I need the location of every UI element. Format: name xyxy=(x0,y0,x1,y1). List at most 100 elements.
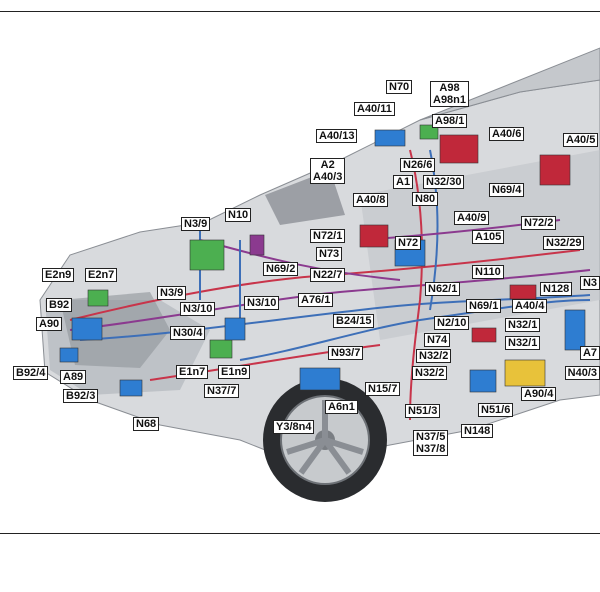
label-n69-4: N69/4 xyxy=(489,183,525,197)
label-n68: N68 xyxy=(133,417,160,431)
label-text: A40/6 xyxy=(492,128,522,140)
bottom-border xyxy=(0,533,600,534)
label-text: N69/1 xyxy=(469,300,499,312)
label-text: N73 xyxy=(319,248,340,260)
label-n62-1: N62/1 xyxy=(425,282,461,296)
label-a98-1: A98/1 xyxy=(432,114,468,128)
label-n73: N73 xyxy=(316,247,343,261)
label-text: N74 xyxy=(427,334,448,346)
label-a90: A90 xyxy=(36,317,63,331)
label-n69-1: N69/1 xyxy=(466,299,502,313)
label-text: N51/6 xyxy=(481,404,511,416)
label-text: A7 xyxy=(582,347,597,359)
label-n32-2-b: N32/2 xyxy=(412,366,448,380)
label-text: N69/2 xyxy=(266,263,296,275)
label-n51-6: N51/6 xyxy=(478,403,514,417)
label-text: A40/3 xyxy=(313,171,343,183)
label-text: A105 xyxy=(475,231,502,243)
label-text: A76/1 xyxy=(301,294,331,306)
label-a40-4: A40/4 xyxy=(512,299,548,313)
label-text: N22/7 xyxy=(313,269,343,281)
label-b92-4: B92/4 xyxy=(13,366,49,380)
label-text: B92/3 xyxy=(66,390,96,402)
label-text: N3/10 xyxy=(247,297,277,309)
front-wheel xyxy=(263,378,387,502)
label-text: A40/9 xyxy=(457,212,487,224)
label-a40-8: A40/8 xyxy=(353,193,389,207)
label-text: N10 xyxy=(228,209,249,221)
label-text: N3/9 xyxy=(160,287,184,299)
label-text: N68 xyxy=(136,418,157,430)
label-n72: N72 xyxy=(395,236,422,250)
label-text: A40/5 xyxy=(566,134,596,146)
label-text: N148 xyxy=(464,425,491,437)
label-text: N62/1 xyxy=(428,283,458,295)
label-n32-1-a: N32/1 xyxy=(505,318,541,332)
label-text: N3/9 xyxy=(184,218,208,230)
label-text: A40/11 xyxy=(357,103,392,115)
label-text: N37/7 xyxy=(207,385,237,397)
label-a40-5: A40/5 xyxy=(563,133,599,147)
label-text: A98n1 xyxy=(433,94,467,106)
label-text: N72/1 xyxy=(313,230,343,242)
label-a40-13: A40/13 xyxy=(316,129,358,143)
label-n37-7: N37/7 xyxy=(204,384,240,398)
label-n26-6: N26/6 xyxy=(400,158,436,172)
label-a40-11: A40/11 xyxy=(354,102,395,116)
label-text: B92 xyxy=(49,299,70,311)
label-text: N3 xyxy=(582,277,597,289)
label-b92-3: B92/3 xyxy=(63,389,99,403)
label-text: N32/29 xyxy=(546,237,582,249)
label-text: N72/2 xyxy=(524,217,554,229)
label-e1n7: E1n7 xyxy=(176,365,209,379)
label-text: A98 xyxy=(439,82,460,94)
label-n32-30: N32/30 xyxy=(423,175,465,189)
label-n30-4: N30/4 xyxy=(170,326,206,340)
label-text: A90/4 xyxy=(524,388,554,400)
label-n72-2: N72/2 xyxy=(521,216,557,230)
label-text: A90 xyxy=(39,318,60,330)
label-n110: N110 xyxy=(472,265,504,279)
label-text: A2 xyxy=(320,159,335,171)
label-n32-1-b: N32/1 xyxy=(505,336,541,350)
label-text: N32/30 xyxy=(426,176,462,188)
label-text: E1n9 xyxy=(221,366,248,378)
label-text: N72 xyxy=(398,237,419,249)
label-n93-7: N93/7 xyxy=(328,346,364,360)
label-b24-15: B24/15 xyxy=(333,314,375,328)
label-n74: N74 xyxy=(424,333,451,347)
label-a76-1: A76/1 xyxy=(298,293,334,307)
top-border xyxy=(0,11,600,12)
label-text: A40/4 xyxy=(515,300,545,312)
label-text: Y3/8n4 xyxy=(276,421,312,433)
label-text: B24/15 xyxy=(336,315,372,327)
label-n22-7: N22/7 xyxy=(310,268,346,282)
label-text: N128 xyxy=(543,283,570,295)
label-b92: B92 xyxy=(46,298,73,312)
label-a1: A1 xyxy=(393,175,414,189)
label-n3-right: N3 xyxy=(579,276,600,290)
label-a89: A89 xyxy=(60,370,87,384)
label-n3-10-b: N3/10 xyxy=(244,296,280,310)
label-n70: N70 xyxy=(386,80,413,94)
label-text: N37/8 xyxy=(416,443,446,455)
label-a40-6: A40/6 xyxy=(489,127,525,141)
label-e2n9: E2n9 xyxy=(42,268,75,282)
label-n72-1: N72/1 xyxy=(310,229,346,243)
label-text: N2/10 xyxy=(437,317,467,329)
label-n3-10-a: N3/10 xyxy=(180,302,216,316)
label-n3-9-top: N3/9 xyxy=(181,217,211,231)
label-text: N32/1 xyxy=(508,337,538,349)
label-a105: A105 xyxy=(472,230,505,244)
label-text: A1 xyxy=(396,176,411,188)
label-text: A40/8 xyxy=(356,194,386,206)
label-n69-2: N69/2 xyxy=(263,262,299,276)
label-n2-10: N2/10 xyxy=(434,316,470,330)
label-text: A89 xyxy=(63,371,84,383)
control-modules xyxy=(59,124,586,397)
label-n40-3: N40/3 xyxy=(564,366,600,380)
label-a7: A7 xyxy=(579,346,600,360)
